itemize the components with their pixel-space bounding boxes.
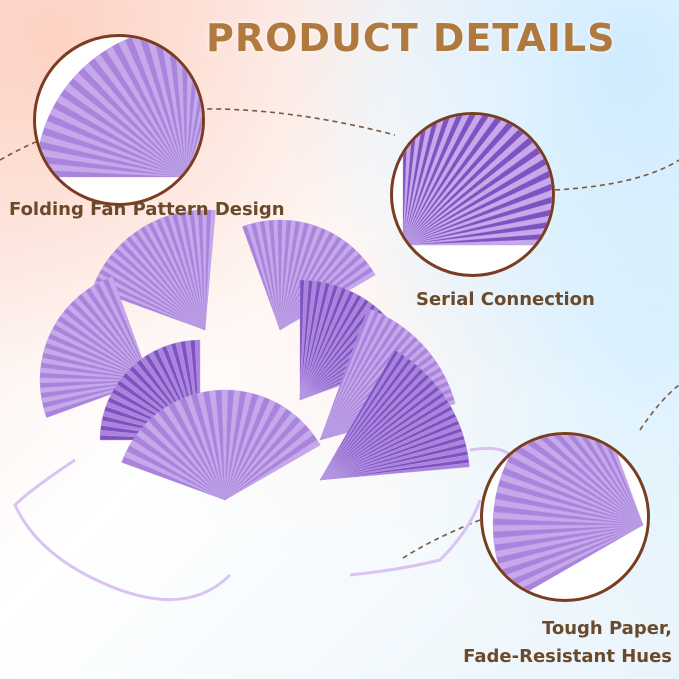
- fan-segment: [39, 276, 151, 418]
- fan-closeup: [402, 115, 552, 246]
- fan-segment: [91, 209, 216, 331]
- serial-fan-icon: [402, 115, 552, 246]
- fan-pleat: [107, 276, 151, 381]
- closeup-circle-serial: [390, 112, 555, 277]
- closeup-circle-folding: [33, 34, 205, 206]
- fan-closeup: [36, 37, 202, 178]
- folded-fan-icon: [36, 37, 202, 178]
- fan-pleat: [204, 209, 216, 331]
- caption-folding: Folding Fan Pattern Design: [9, 199, 285, 220]
- caption-tough: Tough Paper, Fade-Resistant Hues: [463, 615, 672, 671]
- caption-tough-line2: Fade-Resistant Hues: [463, 646, 672, 667]
- fan-pleat: [605, 435, 644, 526]
- fan-segment: [121, 389, 321, 501]
- caption-tough-line1: Tough Paper,: [541, 618, 672, 639]
- paper-fan-icon: [492, 435, 644, 599]
- fan-closeup: [492, 435, 644, 599]
- fan-garland-icon: [13, 209, 512, 602]
- fan-pleat: [402, 238, 552, 246]
- fan-pleat: [319, 462, 470, 481]
- fan-segment: [319, 349, 470, 481]
- page-title: PRODUCT DETAILS: [206, 16, 616, 60]
- fan-pleat: [224, 439, 321, 501]
- caption-serial: Serial Connection: [416, 289, 595, 310]
- closeup-circle-tough: [480, 432, 650, 602]
- fan-pleat: [185, 114, 202, 178]
